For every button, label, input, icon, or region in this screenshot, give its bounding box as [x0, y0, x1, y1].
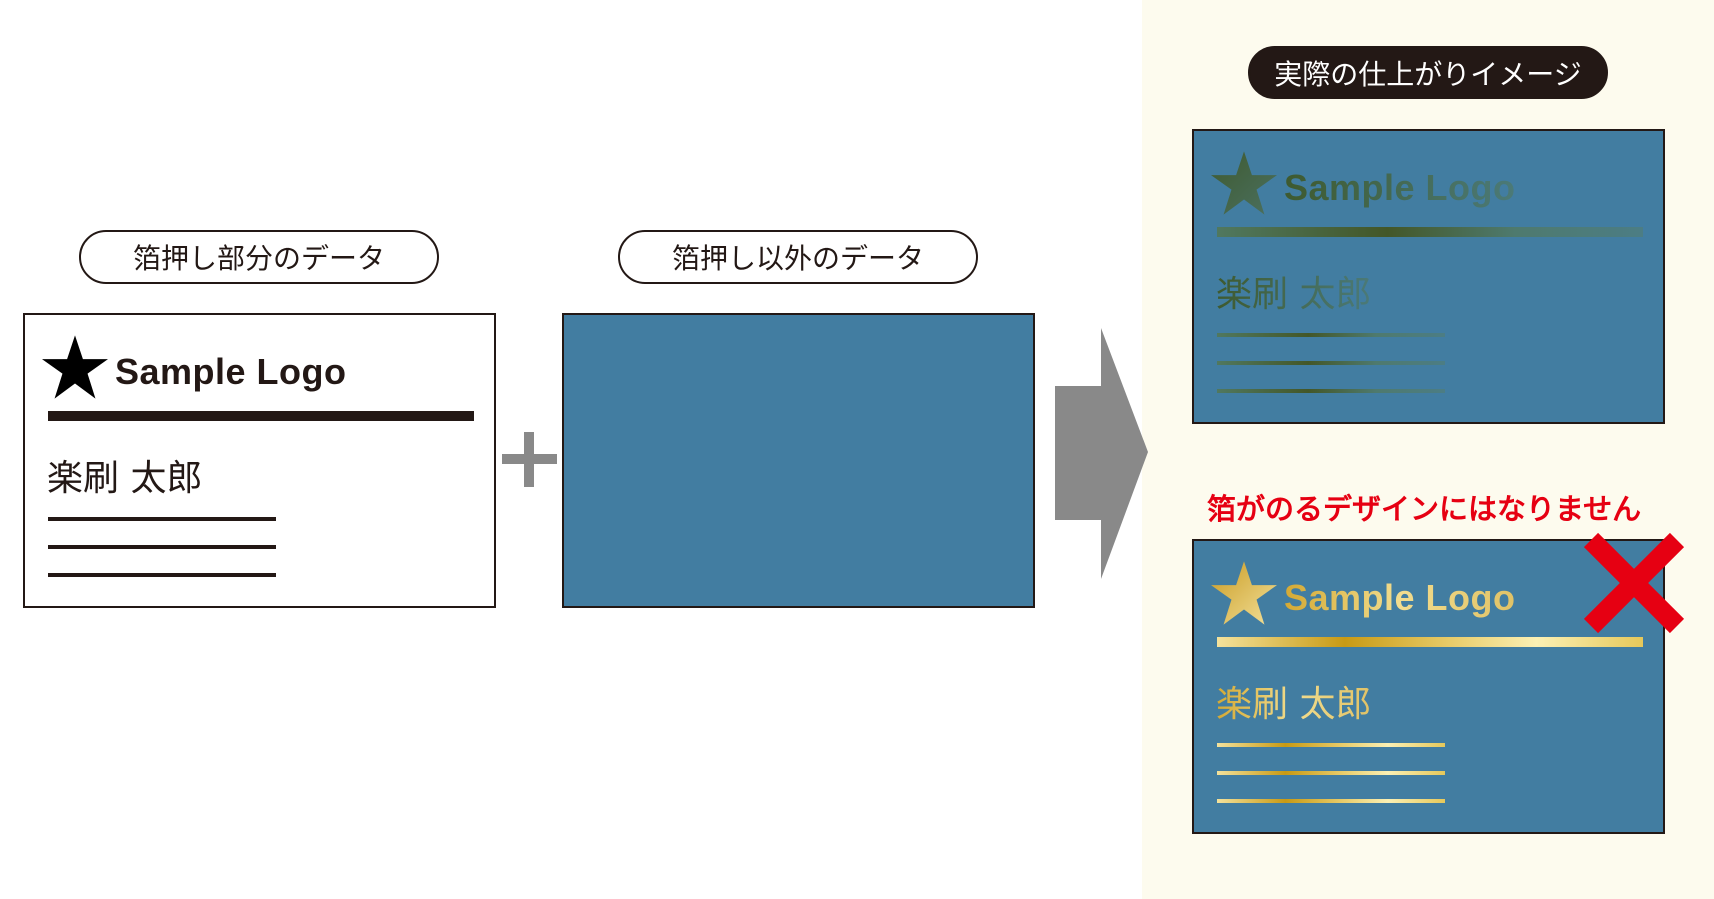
text-line — [1217, 389, 1445, 393]
cross-icon — [1583, 532, 1685, 634]
text-line — [48, 573, 276, 577]
star-icon — [1211, 561, 1277, 625]
foil-data-card: Sample Logo 楽刷 太郎 — [23, 313, 496, 608]
text-line — [1217, 743, 1445, 747]
non-foil-data-card — [562, 313, 1035, 608]
plus-icon — [502, 432, 557, 487]
card-name: 楽刷 太郎 — [47, 458, 203, 499]
card-name: 楽刷 太郎 — [1216, 265, 1371, 317]
text-line — [48, 517, 276, 521]
warning-text: 箔がのるデザインにはなりません — [1207, 492, 1642, 526]
logo-text: Sample Logo — [115, 351, 347, 392]
incorrect-gold-card: Sample Logo 楽刷 太郎 — [1192, 539, 1665, 834]
actual-result-label: 実際の仕上がりイメージ — [1248, 46, 1608, 99]
text-line — [1217, 361, 1445, 365]
logo-underline — [1217, 227, 1643, 237]
logo-text: Sample Logo — [1284, 167, 1516, 208]
text-line — [1217, 333, 1445, 337]
logo-text: Sample Logo — [1284, 577, 1516, 618]
foil-data-label: 箔押し部分のデータ — [79, 230, 439, 284]
non-foil-data-label: 箔押し以外のデータ — [618, 230, 978, 284]
text-line — [1217, 771, 1445, 775]
star-icon — [1211, 151, 1277, 215]
text-line — [1217, 799, 1445, 803]
logo-underline — [48, 411, 474, 421]
text-line — [48, 545, 276, 549]
arrow-right-icon — [1055, 328, 1148, 579]
star-icon — [42, 335, 108, 399]
card-name: 楽刷 太郎 — [1216, 675, 1371, 727]
actual-result-card: Sample Logo 楽刷 太郎 — [1192, 129, 1665, 424]
logo-underline — [1217, 637, 1643, 647]
